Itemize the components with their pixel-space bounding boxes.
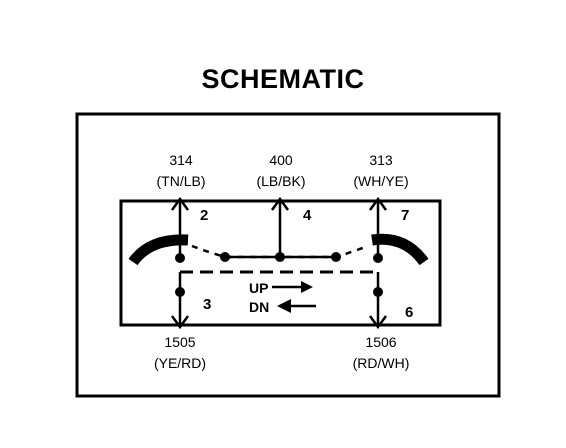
color-313: (WH/YE) [353, 173, 408, 189]
circuit-314: 314 [169, 152, 193, 168]
pin-7: 7 [401, 207, 409, 224]
pin-6: 6 [405, 304, 413, 321]
right-contact-arc [371, 233, 429, 266]
circuit-1505: 1505 [164, 334, 195, 350]
contact-dot [175, 287, 185, 297]
upper-contact-dashes [191, 244, 369, 259]
circuit-313: 313 [369, 152, 393, 168]
down-arrow [277, 299, 316, 313]
contact-dot [175, 253, 185, 263]
terminal-1505-line [170, 272, 190, 330]
circuit-1506: 1506 [365, 334, 396, 350]
circuit-400: 400 [269, 152, 293, 168]
color-400: (LB/BK) [256, 173, 305, 189]
contact-dot [220, 252, 230, 262]
terminal-313-line [368, 196, 388, 258]
contact-dot [331, 252, 341, 262]
pin-3: 3 [203, 296, 211, 313]
left-contact-arc [128, 234, 189, 266]
up-arrow [272, 281, 313, 293]
terminal-1506-line [368, 272, 388, 330]
color-1505: (YE/RD) [154, 355, 206, 371]
pin-2: 2 [200, 207, 208, 224]
contact-dot [373, 287, 383, 297]
up-label: UP [249, 280, 268, 296]
color-314: (TN/LB) [157, 173, 206, 189]
terminal-400-line [270, 196, 290, 257]
terminal-314-line [170, 196, 190, 258]
schematic-title: SCHEMATIC [201, 64, 365, 94]
dn-label: DN [249, 299, 269, 315]
contact-dot [275, 252, 285, 262]
contact-dot [373, 253, 383, 263]
outer-frame [75, 112, 501, 398]
pin-4: 4 [303, 207, 312, 224]
color-1506: (RD/WH) [353, 355, 410, 371]
